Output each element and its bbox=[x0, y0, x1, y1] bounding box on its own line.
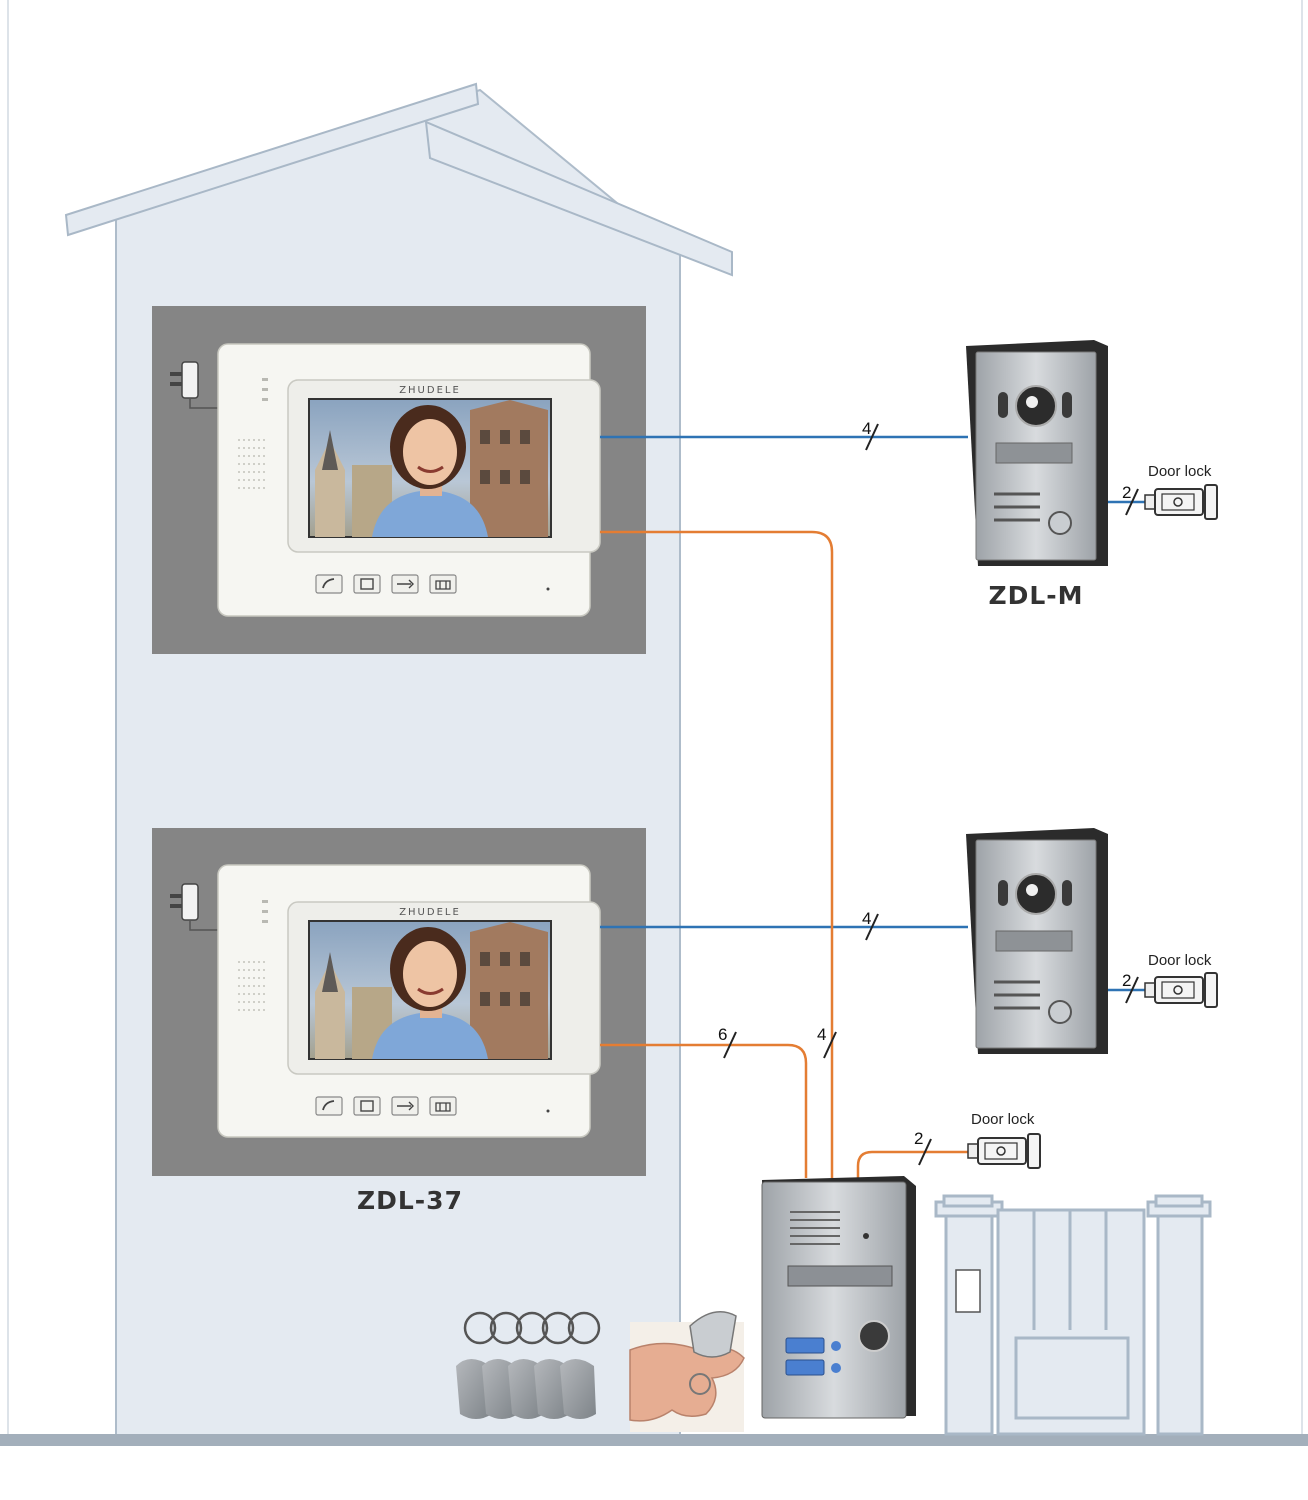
wire-count-monitor2-gate: 6 bbox=[718, 1025, 727, 1044]
call-bell-button[interactable] bbox=[1048, 511, 1072, 535]
wire-count-video-2: 4 bbox=[862, 909, 871, 928]
door-lock-1: Door lock bbox=[1144, 463, 1218, 520]
monitor-screen bbox=[308, 398, 552, 538]
speaker-grille bbox=[238, 900, 268, 1011]
wire-count-monitor1-gate: 4 bbox=[817, 1025, 826, 1044]
monitor-buttons bbox=[315, 1096, 550, 1116]
door-lock-label: Door lock bbox=[1148, 952, 1212, 969]
visitor-portrait bbox=[372, 405, 488, 537]
hand-holding-fob-image bbox=[629, 1311, 745, 1432]
door-station-1 bbox=[966, 340, 1108, 566]
wire-count-lock-2: 2 bbox=[1122, 971, 1131, 990]
pillar-card-reader bbox=[955, 1269, 981, 1313]
phone-icon bbox=[322, 1100, 335, 1111]
gate-icon bbox=[435, 1102, 451, 1112]
door-lock-icon bbox=[1144, 972, 1218, 1008]
wire-count-lock-1: 2 bbox=[1122, 483, 1131, 502]
roof-right bbox=[424, 120, 733, 277]
monitor-unit-1: ZHUDELE bbox=[152, 306, 646, 654]
camera-icon bbox=[360, 1100, 374, 1112]
monitor-button[interactable] bbox=[353, 574, 381, 594]
door-lock-2: Door lock bbox=[1144, 952, 1218, 1008]
visitor-portrait bbox=[372, 927, 488, 1059]
rfid-key-fobs bbox=[456, 1311, 601, 1419]
ground-line bbox=[0, 1434, 1308, 1446]
door-lock-icon bbox=[967, 1133, 1041, 1169]
speaker-grille bbox=[236, 378, 270, 520]
gate-button[interactable] bbox=[429, 574, 457, 594]
monitor-brand-label: ZHUDELE bbox=[399, 907, 461, 918]
gate-door-station bbox=[761, 1176, 916, 1419]
wires bbox=[600, 435, 1148, 1178]
door-lock-icon bbox=[1144, 484, 1218, 520]
gate bbox=[934, 1194, 1212, 1436]
door-station-2 bbox=[966, 828, 1108, 1054]
key-icon bbox=[397, 1101, 414, 1111]
camera-icon bbox=[360, 578, 374, 590]
doorbell-model-label: ZDL-M bbox=[988, 581, 1083, 610]
door-lock-label: Door lock bbox=[1148, 463, 1212, 480]
monitor-unit-2: ZHUDELE bbox=[152, 828, 646, 1176]
building bbox=[64, 82, 733, 1439]
name-button-1[interactable] bbox=[785, 1337, 825, 1354]
call-button[interactable] bbox=[315, 574, 343, 594]
name-button-2[interactable] bbox=[785, 1359, 825, 1376]
power-adapter-icon bbox=[170, 361, 218, 409]
monitor-screen bbox=[308, 920, 552, 1060]
wire-count-markers bbox=[723, 423, 1139, 1166]
roof-left bbox=[64, 82, 480, 237]
wire-count-video-1: 4 bbox=[862, 419, 871, 438]
power-wire-1 bbox=[600, 530, 834, 1178]
call-bell-button[interactable] bbox=[1048, 1000, 1072, 1024]
gate-lock-wire bbox=[856, 1150, 968, 1178]
monitor-brand-label: ZHUDELE bbox=[399, 385, 461, 396]
power-wire-2 bbox=[600, 1043, 808, 1178]
gate-icon bbox=[435, 580, 451, 590]
key-icon bbox=[397, 579, 414, 589]
camera-lens-icon bbox=[858, 1320, 890, 1352]
power-adapter-icon bbox=[170, 883, 218, 931]
gate-button[interactable] bbox=[429, 1096, 457, 1116]
door-lock-label: Door lock bbox=[971, 1111, 1035, 1128]
wire-count-gate-lock: 2 bbox=[914, 1129, 923, 1148]
monitor-button[interactable] bbox=[353, 1096, 381, 1116]
phone-icon bbox=[322, 578, 335, 589]
monitor-model-label: ZDL-37 bbox=[357, 1186, 463, 1215]
monitor-buttons bbox=[315, 574, 550, 594]
gate-door-lock: Door lock bbox=[967, 1111, 1041, 1169]
call-button[interactable] bbox=[315, 1096, 343, 1116]
